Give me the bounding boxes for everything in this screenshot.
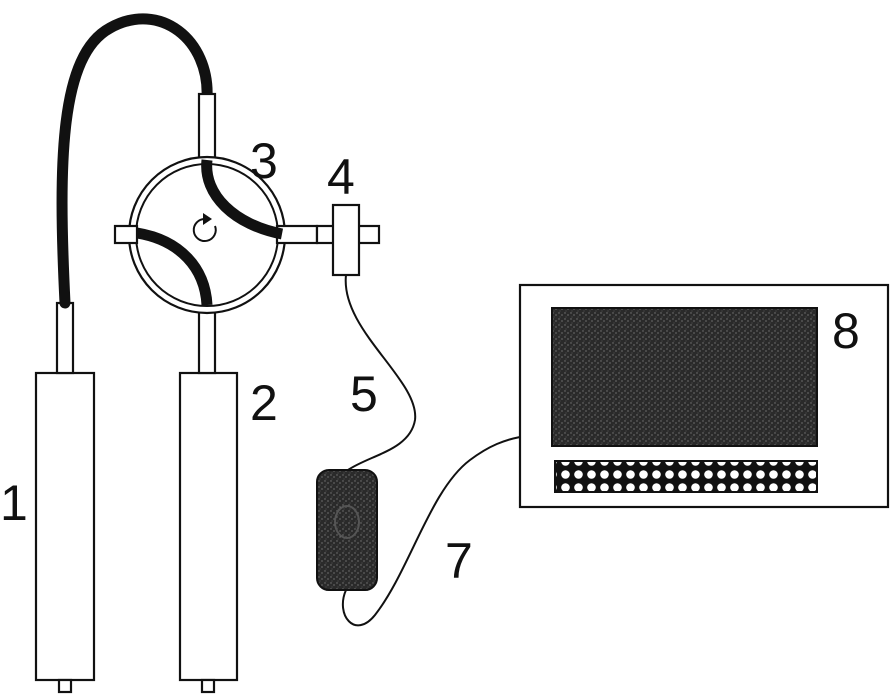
- monitor-8: [518, 283, 890, 509]
- label-5: 5: [350, 366, 378, 422]
- unit-1-body: [34, 371, 96, 682]
- label-4: 4: [327, 149, 355, 205]
- label-3: 3: [250, 133, 278, 189]
- wire-7: [341, 436, 521, 627]
- sensor-module-body: [316, 469, 378, 591]
- valve-channel-bottom: [135, 227, 213, 306]
- label-8: 8: [832, 303, 860, 359]
- label-7: 7: [445, 533, 473, 589]
- tubing-connector: [197, 92, 217, 160]
- unit-2-body: [178, 371, 239, 682]
- sensor-module: [316, 469, 378, 591]
- valve-left-port: [113, 224, 139, 245]
- label-2: 2: [250, 375, 278, 431]
- connector-body: [331, 203, 361, 277]
- unit-2: [178, 298, 239, 694]
- rotation-arrow-icon: [192, 213, 217, 242]
- valve-channel-top: [201, 159, 284, 240]
- sensor-module-center: [334, 505, 360, 539]
- unit-1-neck: [55, 301, 75, 375]
- unit-1: [34, 301, 96, 694]
- unit-1-foot: [57, 678, 73, 694]
- wire-5: [344, 274, 417, 471]
- connector-4: [315, 203, 381, 277]
- label-1: 1: [0, 475, 28, 531]
- unit-2-foot: [200, 678, 216, 694]
- rotary-valve: [113, 155, 319, 315]
- valve-right-port: [275, 224, 319, 245]
- monitor-screen: [551, 307, 818, 447]
- monitor-bar: [554, 460, 818, 493]
- tubing-loop: [56, 13, 213, 309]
